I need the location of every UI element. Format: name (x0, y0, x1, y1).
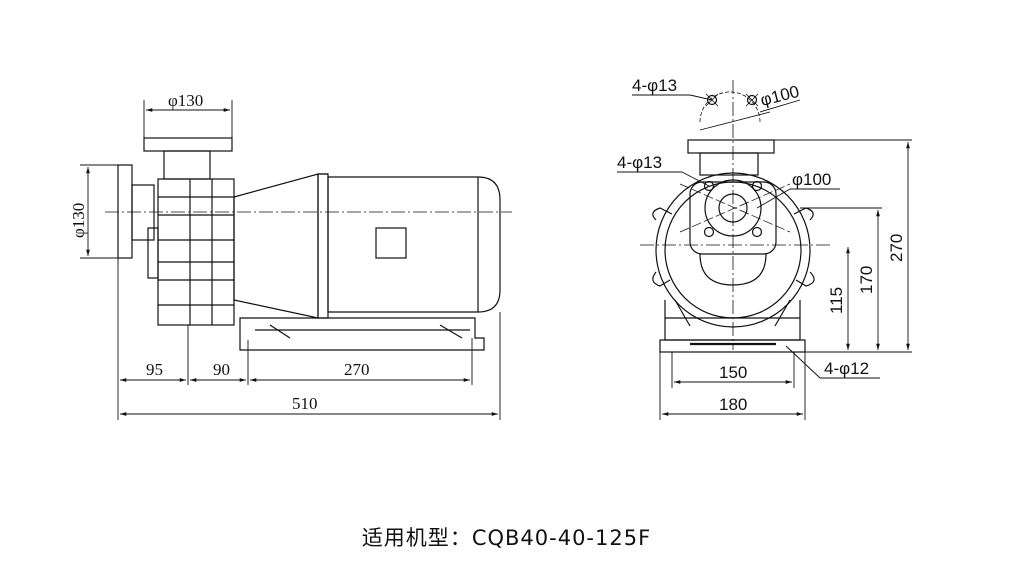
dim-270: 270 (344, 360, 370, 379)
dim-w150: 150 (719, 363, 747, 382)
dim-h170: 170 (857, 266, 876, 294)
dim-flange-dia-top: φ130 (168, 91, 203, 110)
dim-flange-top: φ100 (758, 82, 801, 110)
front-view-dimensions (617, 94, 912, 420)
front-view (640, 80, 830, 353)
outlet-flange-front (687, 139, 775, 154)
caption-separator: ： (449, 526, 472, 550)
model-caption: 适用机型：CQB40-40-125F (0, 522, 1013, 552)
outlet-flange (143, 137, 233, 152)
dim-flange-mid: φ100 (792, 170, 831, 189)
dim-w180: 180 (719, 395, 747, 414)
caption-model: CQB40-40-125F (471, 526, 652, 550)
caption-label: 适用机型 (361, 526, 450, 550)
pump-pedestal (664, 300, 801, 341)
dim-h270: 270 (887, 234, 906, 262)
dim-base-holes: 4-φ12 (824, 359, 869, 378)
side-view-dimensions (80, 100, 501, 420)
dim-90: 90 (213, 360, 230, 379)
dim-bolt-mid: 4-φ13 (617, 153, 662, 172)
dim-510: 510 (292, 394, 318, 413)
dim-95: 95 (146, 360, 163, 379)
dim-bolt-top: 4-φ13 (632, 76, 677, 95)
side-view-labels: φ130 φ130 95 90 270 510 (69, 91, 370, 413)
adapter-cone (233, 173, 319, 319)
dim-h115: 115 (827, 287, 846, 314)
side-view (105, 137, 512, 351)
base-plate (239, 317, 485, 351)
dim-flange-dia-left: φ130 (69, 203, 88, 238)
inlet-flange (117, 164, 133, 259)
terminal-box (375, 227, 407, 259)
front-view-labels: 4-φ13 φ100 4-φ13 φ100 115 170 270 150 18… (617, 76, 906, 414)
motor-body (327, 176, 501, 313)
pump-casing (157, 178, 235, 326)
